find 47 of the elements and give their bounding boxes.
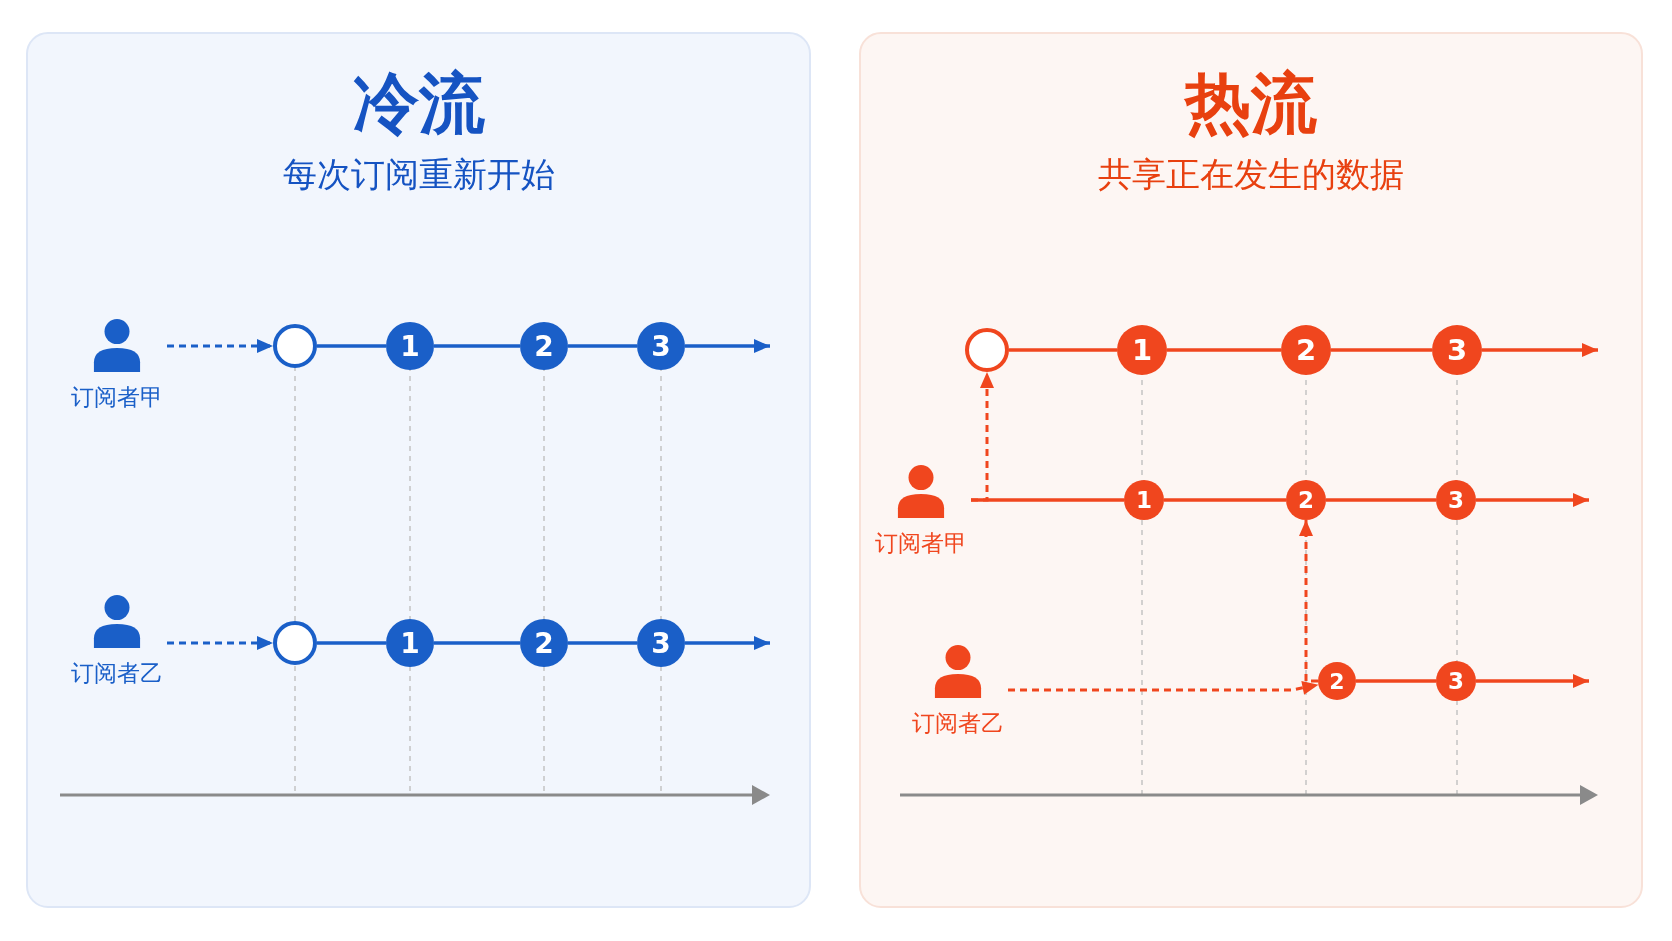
value-marble: 3	[1436, 480, 1476, 520]
connector-line	[1009, 348, 1117, 352]
connector-line	[1164, 498, 1286, 502]
connector-line	[1331, 348, 1432, 352]
connector-line	[434, 344, 520, 348]
connector-line	[434, 641, 520, 645]
subscriber-label: 订阅者乙	[71, 659, 163, 688]
arrow	[1299, 520, 1318, 683]
value-marble: 3	[637, 619, 685, 667]
arrow	[1482, 343, 1598, 357]
connector-line	[568, 641, 637, 645]
value-marble: 3	[637, 322, 685, 370]
value-marble: 2	[1281, 325, 1331, 375]
arrow	[1476, 493, 1589, 507]
value-marble: 2	[1318, 662, 1356, 700]
value-marble: 1	[1124, 480, 1164, 520]
connector-line	[1356, 679, 1436, 683]
connector-line	[317, 641, 386, 645]
panel-subtitle: 每次订阅重新开始	[282, 153, 555, 196]
arrow	[1476, 674, 1589, 688]
panel	[26, 32, 811, 908]
start-circle	[965, 328, 1009, 372]
value-marble: 2	[520, 322, 568, 370]
panel	[859, 32, 1643, 908]
subscriber-label: 订阅者乙	[912, 709, 1004, 738]
value-marble: 1	[1117, 325, 1167, 375]
connector-line	[971, 498, 1124, 502]
connector-line	[317, 344, 386, 348]
value-marble: 2	[1286, 480, 1326, 520]
start-circle	[273, 324, 317, 368]
arrow	[167, 636, 273, 650]
panel-title: 冷流	[352, 64, 485, 144]
connector-line	[1167, 348, 1281, 352]
value-marble: 3	[1432, 325, 1482, 375]
subscriber-label: 订阅者甲	[875, 529, 967, 558]
arrow	[167, 339, 273, 353]
start-circle	[273, 621, 317, 665]
arrow	[1008, 681, 1319, 695]
connector-line	[568, 344, 637, 348]
value-marble: 1	[386, 322, 434, 370]
value-marble: 3	[1436, 661, 1476, 701]
arrow	[685, 636, 770, 650]
value-marble: 1	[386, 619, 434, 667]
panel-title: 热流	[1185, 64, 1317, 144]
panel-subtitle: 共享正在发生的数据	[1098, 153, 1404, 196]
value-marble: 2	[520, 619, 568, 667]
subscriber-label: 订阅者甲	[71, 383, 163, 412]
